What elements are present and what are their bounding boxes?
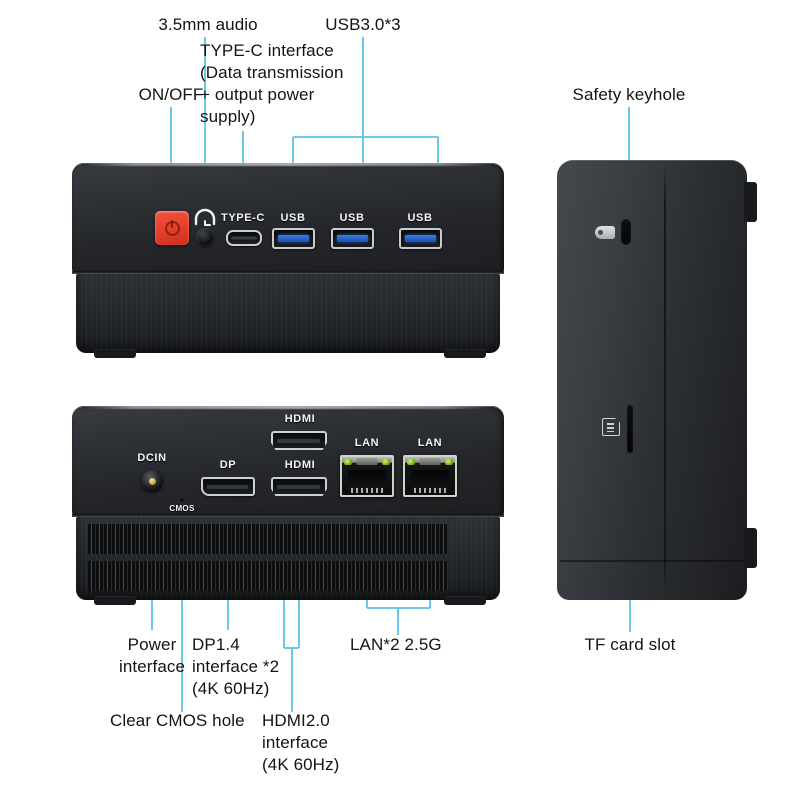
power-icon — [164, 220, 180, 236]
callout-on-off: ON/OFF — [138, 85, 204, 104]
usb-port-2-label: USB — [339, 212, 365, 224]
lan-left-tab — [356, 458, 378, 465]
side-tab-bottom — [744, 528, 757, 568]
front-seam — [72, 271, 504, 274]
hdmi-port-top[interactable] — [271, 431, 327, 450]
cmos-label: CMOS — [169, 504, 195, 513]
callout-type-c: TYPE-C interface (Data transmission + ou… — [200, 41, 344, 126]
headphone-icon — [194, 208, 216, 226]
lock-icon — [595, 226, 615, 239]
callout-dp14: DP1.4 interface *2 (4K 60Hz) — [192, 635, 280, 698]
power-button[interactable] — [155, 211, 189, 245]
lan-port-left[interactable] — [340, 455, 394, 497]
front-foot-right — [444, 349, 486, 358]
type-c-port-label: TYPE-C — [221, 212, 265, 224]
callout-usb3: USB3.0*3 — [325, 15, 401, 34]
rear-foot-right — [444, 596, 486, 605]
dp-port-label: DP — [219, 459, 237, 471]
lan-left-label: LAN — [354, 437, 380, 449]
dc-in-pin — [148, 477, 156, 485]
memory-card-icon — [602, 418, 620, 436]
hdmi-port-bottom[interactable] — [271, 477, 327, 496]
lan-right-tab — [419, 458, 441, 465]
lan-right-led-2 — [445, 459, 453, 465]
lan-left-pins — [351, 488, 383, 493]
type-c-port[interactable] — [226, 230, 262, 246]
rear-foot-left — [94, 596, 136, 605]
front-bottom-shell — [76, 273, 500, 353]
lan-right-label: LAN — [417, 437, 443, 449]
side-shell — [557, 160, 747, 600]
clear-cmos-hole[interactable] — [180, 498, 184, 502]
audio-jack-port[interactable] — [196, 228, 214, 246]
lan-right-cavity — [411, 469, 449, 490]
front-top-shell — [72, 163, 504, 273]
callout-tf-card-slot: TF card slot — [584, 635, 676, 654]
dc-in-port[interactable] — [141, 470, 163, 492]
usb-port-3[interactable] — [399, 228, 442, 249]
usb-port-2[interactable] — [331, 228, 374, 249]
callout-hdmi20: HDMI2.0 interface (4K 60Hz) — [262, 711, 340, 774]
hdmi-bottom-label: HDMI — [284, 459, 316, 471]
usb-port-3-label: USB — [407, 212, 433, 224]
callout-lan: LAN*2 2.5G — [350, 635, 442, 654]
callout-safety-keyhole: Safety keyhole — [572, 85, 686, 104]
side-panel-split — [664, 168, 666, 592]
lan-left-cavity — [348, 469, 386, 490]
lan-left-led-2 — [382, 459, 390, 465]
lan-right-led-1 — [407, 459, 415, 465]
tf-card-slot[interactable] — [627, 405, 633, 453]
callout-clear-cmos: Clear CMOS hole — [110, 711, 245, 730]
rear-seam — [72, 514, 504, 517]
usb-port-1[interactable] — [272, 228, 315, 249]
lan-right-pins — [414, 488, 446, 493]
dcin-port-label: DCIN — [137, 452, 167, 464]
front-foot-left — [94, 349, 136, 358]
side-tab-top — [744, 182, 757, 222]
callout-power-interface: Power interface — [118, 635, 186, 676]
usb-port-1-label: USB — [280, 212, 306, 224]
displayport-port[interactable] — [201, 477, 255, 496]
hdmi-top-label: HDMI — [284, 413, 316, 425]
side-base-seam — [560, 560, 744, 562]
callout-3-5mm-audio: 3.5mm audio — [158, 15, 258, 34]
lan-left-led-1 — [344, 459, 352, 465]
safety-keyhole-slot[interactable] — [621, 219, 631, 245]
ventilation-grille — [88, 524, 448, 591]
lan-port-right[interactable] — [403, 455, 457, 497]
